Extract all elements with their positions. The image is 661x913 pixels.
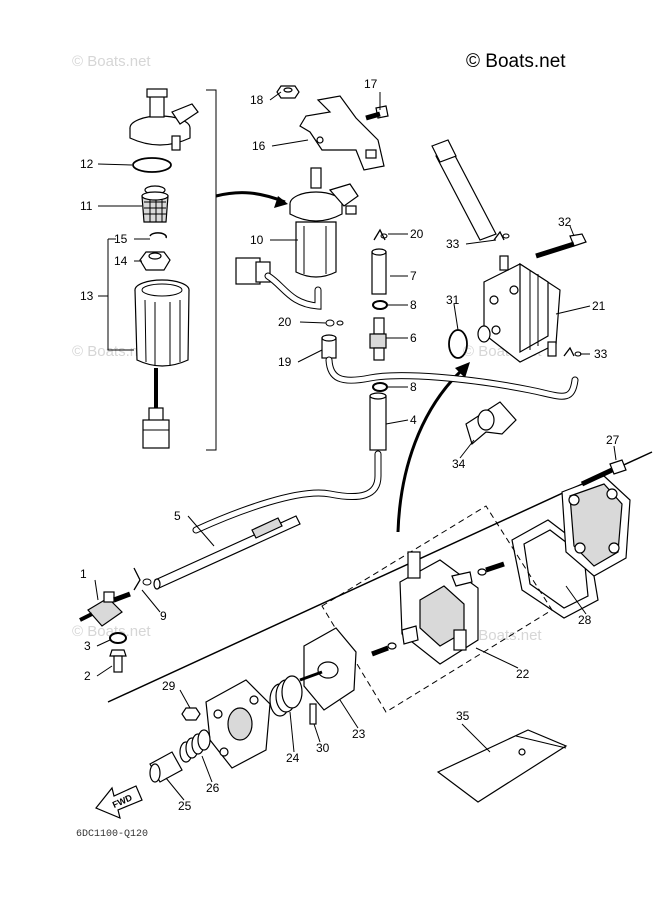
callout-4: 4: [410, 413, 417, 427]
pump-housing: [205, 679, 271, 769]
callout-27: 27: [606, 433, 620, 447]
callout-14: 14: [114, 254, 128, 268]
pin-30: [309, 703, 317, 725]
watermark-faint-2: © Boats.net: [72, 343, 151, 360]
filter-bolt-top: [431, 139, 497, 241]
nut-14: [139, 251, 171, 271]
connector-harness: [235, 257, 322, 310]
callout-30: 30: [316, 741, 330, 755]
callout-28: 28: [578, 613, 592, 627]
callout-21: 21: [592, 299, 606, 313]
hose-19: [321, 334, 579, 400]
watermark-group: © Boats.net © Boats.net © Boats.net © Bo…: [72, 53, 542, 644]
callout-17: 17: [364, 77, 378, 91]
callout-5: 5: [174, 509, 181, 523]
callout-13: 13: [80, 289, 94, 303]
callout-16: 16: [252, 139, 266, 153]
callout-33-top: 33: [446, 237, 460, 251]
bolt-17: [365, 105, 389, 121]
bracket-16: [299, 95, 385, 171]
fuel-pump-21: [477, 255, 561, 363]
callout-20-top: 20: [410, 227, 424, 241]
bag-35: [436, 729, 568, 803]
assembly-arrow-1-head: [274, 196, 288, 208]
callout-18: 18: [250, 93, 264, 107]
assembly-arrow-1: [215, 191, 286, 204]
callout-24: 24: [286, 751, 300, 765]
small-screws: [371, 561, 505, 657]
clip-33-right: [563, 346, 582, 357]
callout-8-bottom: 8: [410, 380, 417, 394]
callout-2: 2: [84, 669, 91, 683]
filter-top-cap: [129, 88, 199, 151]
watermark-top-right: © Boats.net: [466, 51, 566, 72]
bolt-2: [109, 649, 127, 673]
callout-25: 25: [178, 799, 192, 813]
diaphragm-23: [299, 627, 357, 711]
callout-6: 6: [410, 331, 417, 345]
filter-element-11: [141, 185, 169, 223]
joint-1: [79, 591, 131, 627]
callout-3: 3: [84, 639, 91, 653]
watermark-faint-4: © Boats.net: [463, 627, 542, 644]
callout-31: 31: [446, 293, 460, 307]
leader-lines: [94, 91, 617, 801]
callout-34: 34: [452, 457, 466, 471]
watermark-faint-1: © Boats.net: [72, 53, 151, 70]
pump-cover: [561, 475, 631, 577]
plunger-25: [149, 751, 183, 783]
watermark-faint-3: © Boats.net: [72, 623, 151, 640]
washer-3: [109, 632, 127, 644]
callout-32: 32: [558, 215, 572, 229]
section-divider: [107, 451, 653, 703]
callout-15: 15: [114, 232, 128, 246]
diagram-code: 6DC1100-Q120: [76, 829, 148, 840]
nut-18: [276, 85, 300, 99]
o-ring-12: [132, 157, 172, 173]
callout-labels: 12 11 15 14 13 18 17 16 10 20 7 8 6 20 1…: [80, 77, 620, 813]
assembly-arrow-2-head: [455, 362, 470, 378]
nut-29: [181, 707, 201, 721]
spring-26: [179, 729, 211, 763]
callout-7: 7: [410, 269, 417, 283]
subassembly-outline-22: [321, 505, 553, 713]
callout-22: 22: [516, 667, 530, 681]
callout-1: 1: [80, 567, 87, 581]
holder-34: [465, 401, 517, 446]
callout-33-right: 33: [594, 347, 608, 361]
clip-33-top: [493, 230, 510, 241]
callout-26: 26: [206, 781, 220, 795]
clip-20-bottom: [325, 319, 344, 327]
callout-8-top: 8: [410, 298, 417, 312]
hose-5: [153, 515, 301, 590]
hose-7: [371, 248, 387, 295]
assembly-arrow-2: [396, 368, 464, 533]
callout-29: 29: [162, 679, 176, 693]
bolt-32: [535, 233, 587, 259]
clip-20-top: [373, 228, 388, 241]
callout-9: 9: [160, 609, 167, 623]
fuel-filter-10: [289, 167, 359, 278]
callout-19: 19: [278, 355, 292, 369]
clip-9: [133, 567, 152, 591]
hose-4: [192, 392, 387, 534]
callout-11: 11: [80, 199, 93, 213]
callout-35: 35: [456, 709, 470, 723]
clamp-8-top: [372, 300, 388, 310]
screw-27: [580, 459, 627, 487]
callout-20-bottom: 20: [278, 315, 292, 329]
filter-bowl-13: [134, 279, 190, 449]
clip-15: [149, 232, 167, 239]
pump-body-22: [399, 551, 479, 665]
spring-24: [269, 675, 303, 717]
joint-6: [369, 317, 387, 361]
callout-10: 10: [250, 233, 264, 247]
callout-12: 12: [80, 157, 94, 171]
fwd-arrow-icon: FWD: [95, 785, 143, 820]
clamp-8-bottom: [372, 382, 388, 392]
callout-23: 23: [352, 727, 366, 741]
group-bracket: [206, 89, 217, 451]
